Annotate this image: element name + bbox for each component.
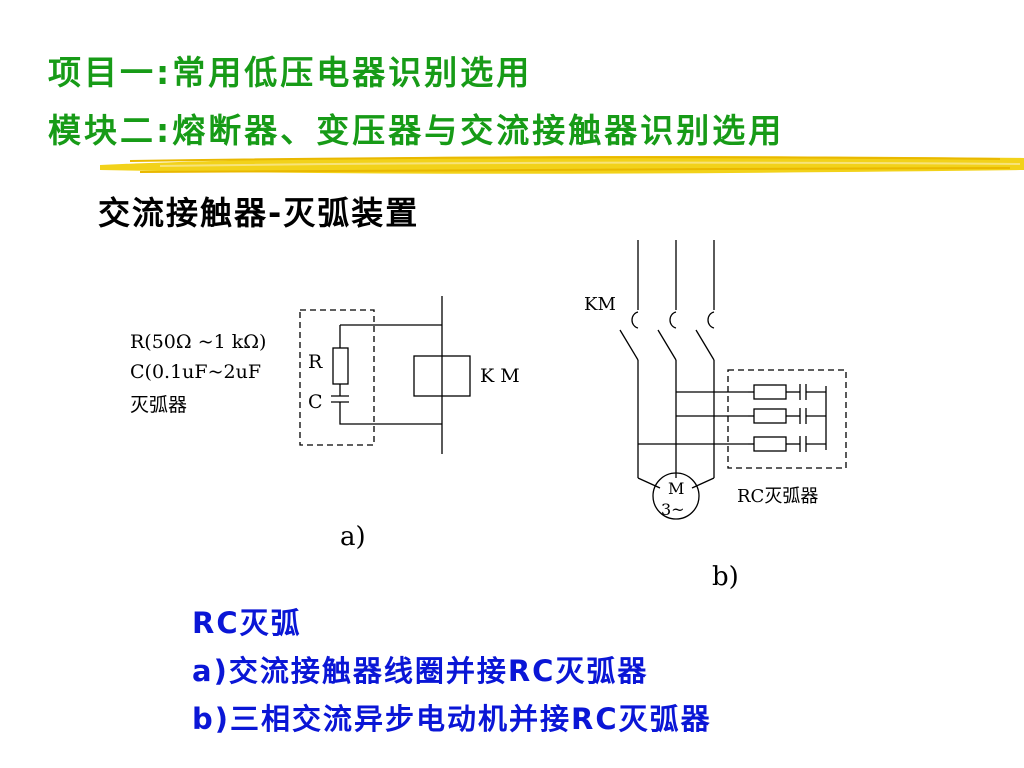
title-line-2: 模块二:熔断器、变压器与交流接触器识别选用: [48, 111, 785, 150]
diagram-b-circuit: [619, 240, 847, 520]
rc-spec-resistance: R(50Ω ~1 kΩ): [130, 331, 266, 353]
motor-label-m: M: [668, 479, 684, 498]
rc-suppressor-label: RC灭弧器: [737, 486, 818, 507]
diagram-b-sublabel: b): [712, 562, 739, 592]
diagram-a-circuit: [299, 296, 471, 454]
caption-line-2: a)交流接触器线圈并接RC灭弧器: [192, 654, 649, 688]
coil-label: K M: [480, 365, 520, 387]
title-line-1: 项目一:常用低压电器识别选用: [48, 53, 533, 92]
capacitor-label: C: [308, 391, 323, 413]
rc-spec-capacitance: C(0.1uF~2uF: [130, 361, 261, 383]
diagram-a-sublabel: a): [340, 522, 366, 552]
caption-line-1: RC灭弧: [192, 606, 302, 640]
resistor-label: R: [308, 351, 323, 373]
caption-line-3: b)三相交流异步电动机并接RC灭弧器: [192, 702, 712, 736]
motor-label-phase: 3~: [661, 500, 685, 519]
section-subtitle: 交流接触器-灭弧装置: [98, 194, 420, 232]
brush-stroke-divider: [100, 156, 1024, 174]
contactor-label: KM: [584, 294, 616, 315]
rc-spec-name: 灭弧器: [130, 394, 187, 416]
